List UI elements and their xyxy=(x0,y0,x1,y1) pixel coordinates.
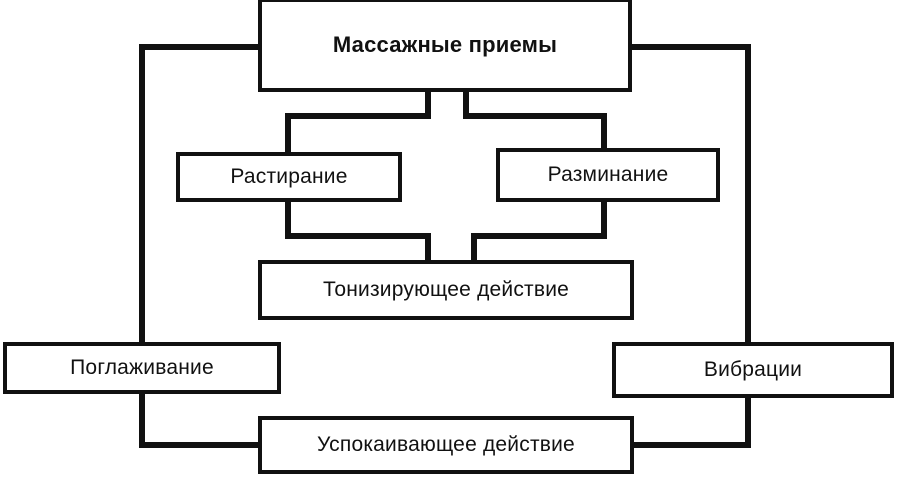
vibrations-box: Вибрации xyxy=(612,342,894,398)
kneading-label: Разминание xyxy=(547,163,669,186)
connector-root-to-stroking xyxy=(139,44,261,345)
calming-effect-label: Успокаивающее действие xyxy=(317,433,575,456)
connector-root-to-kneading xyxy=(463,89,607,151)
vibrations-label: Вибрации xyxy=(703,358,803,381)
rubbing-box: Растирание xyxy=(176,152,402,202)
connector-stroking-to-calming xyxy=(139,391,261,448)
massage-techniques-label: Массажные приемы xyxy=(332,32,558,57)
massage-techniques-box: Массажные приемы xyxy=(258,0,632,92)
calming-effect-box: Успокаивающее действие xyxy=(258,416,634,474)
kneading-box: Разминание xyxy=(496,148,720,202)
connector-root-to-rubbing xyxy=(285,89,431,155)
stroking-box: Поглаживание xyxy=(3,342,281,394)
rubbing-label: Растирание xyxy=(230,165,348,188)
connector-kneading-to-toning xyxy=(471,199,607,263)
stroking-label: Поглаживание xyxy=(70,356,214,379)
toning-effect-box: Тонизирующее действие xyxy=(258,260,634,320)
connector-root-to-vibrations xyxy=(629,44,751,345)
toning-effect-label: Тонизирующее действие xyxy=(322,278,570,301)
connector-vibrations-to-calming xyxy=(631,395,751,448)
connector-rubbing-to-toning xyxy=(285,199,431,263)
